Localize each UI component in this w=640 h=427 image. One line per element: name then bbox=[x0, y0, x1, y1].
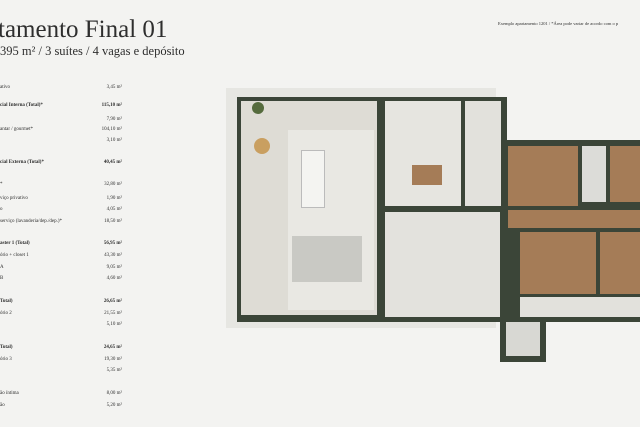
suite-4 bbox=[600, 232, 640, 294]
area-value: 7,90 m² bbox=[106, 117, 122, 122]
area-value: 8,00 m² bbox=[106, 391, 122, 396]
area-row: viço privativo 1,90 m² bbox=[0, 196, 122, 204]
area-row: Total) 26,65 m² bbox=[0, 299, 122, 307]
annex-room bbox=[506, 322, 540, 356]
area-label: viço privativo bbox=[0, 196, 28, 201]
area-row: cial Interna (Total)* 115,10 m² bbox=[0, 103, 122, 111]
area-label: ão bbox=[0, 403, 5, 408]
area-value: 4,60 m² bbox=[106, 276, 122, 281]
area-value: 5,20 m² bbox=[106, 403, 122, 408]
bathroom bbox=[582, 146, 606, 202]
area-label: o bbox=[0, 207, 3, 212]
area-row: cial Externa (Total)* 40,45 m² bbox=[0, 160, 122, 168]
area-value: 9,05 m² bbox=[106, 265, 122, 270]
area-row: Total) 24,65 m² bbox=[0, 345, 122, 353]
area-label: ativo bbox=[0, 85, 10, 90]
suite-1 bbox=[508, 146, 578, 206]
area-label: ório 2 bbox=[0, 311, 12, 316]
area-row: ório + closet 1 43,30 m² bbox=[0, 253, 122, 261]
area-value: 40,45 m² bbox=[103, 160, 122, 165]
area-value: 43,30 m² bbox=[104, 253, 122, 258]
area-row: 5,35 m² bbox=[0, 368, 122, 376]
area-label: aster 1 (Total) bbox=[0, 241, 30, 246]
area-label: ório + closet 1 bbox=[0, 253, 29, 258]
area-row: serviço (lavanderia/dep./dep.)* 18,50 m² bbox=[0, 219, 122, 227]
footnote: Exemplo apartamento 1201 / *Área pode va… bbox=[498, 21, 619, 26]
area-value: 32,80 m² bbox=[104, 182, 122, 187]
area-value: 3,45 m² bbox=[106, 85, 122, 90]
area-value: 4,05 m² bbox=[106, 207, 122, 212]
area-row: aster 1 (Total) 56,95 m² bbox=[0, 241, 122, 249]
sofa bbox=[292, 236, 362, 282]
area-value: 5,35 m² bbox=[106, 368, 122, 373]
closet bbox=[520, 297, 640, 317]
area-row: ório 2 21,55 m² bbox=[0, 311, 122, 319]
area-value: 21,55 m² bbox=[104, 311, 122, 316]
area-value: 1,90 m² bbox=[106, 196, 122, 201]
page-title: tamento Final 01 bbox=[0, 16, 168, 43]
kitchen-island bbox=[412, 165, 442, 185]
area-value: 5,10 m² bbox=[106, 322, 122, 327]
area-label: serviço (lavanderia/dep./dep.)* bbox=[0, 219, 63, 224]
area-row: antar / gourmet* 104,10 m² bbox=[0, 127, 122, 135]
area-value: 104,10 m² bbox=[101, 127, 122, 132]
suite-3 bbox=[520, 232, 596, 294]
area-row: * 32,80 m² bbox=[0, 182, 122, 190]
area-value: 115,10 m² bbox=[101, 103, 122, 108]
area-label: Total) bbox=[0, 345, 13, 350]
kitchen bbox=[385, 101, 461, 206]
plant-icon bbox=[252, 102, 264, 114]
area-row: ão íntima 8,00 m² bbox=[0, 391, 122, 399]
hall bbox=[385, 212, 500, 317]
area-row: 5,10 m² bbox=[0, 322, 122, 330]
area-value: 3,10 m² bbox=[106, 138, 122, 143]
area-label: * bbox=[0, 182, 3, 187]
suite-2 bbox=[610, 146, 640, 202]
area-row: 3,10 m² bbox=[0, 138, 122, 146]
area-label: cial Interna (Total)* bbox=[0, 103, 43, 108]
area-label: A bbox=[0, 265, 4, 270]
area-label: ório 3 bbox=[0, 357, 12, 362]
area-label: antar / gourmet* bbox=[0, 127, 34, 132]
area-value: 18,50 m² bbox=[104, 219, 122, 224]
area-row: A 9,05 m² bbox=[0, 265, 122, 273]
area-row: ão 5,20 m² bbox=[0, 403, 122, 411]
area-label: ão íntima bbox=[0, 391, 19, 396]
area-row: ório 3 19,30 m² bbox=[0, 357, 122, 365]
area-row: B 4,60 m² bbox=[0, 276, 122, 284]
area-value: 26,65 m² bbox=[103, 299, 122, 304]
area-label: cial Externa (Total)* bbox=[0, 160, 44, 165]
dining-table bbox=[301, 150, 325, 208]
area-value: 19,30 m² bbox=[104, 357, 122, 362]
area-row: o 4,05 m² bbox=[0, 207, 122, 215]
area-label: Total) bbox=[0, 299, 13, 304]
area-value: 56,95 m² bbox=[103, 241, 122, 246]
area-label: B bbox=[0, 276, 4, 281]
corridor bbox=[508, 210, 640, 228]
service-area bbox=[465, 101, 501, 206]
area-row: 7,90 m² bbox=[0, 117, 122, 125]
round-table bbox=[254, 138, 270, 154]
page-subtitle: 395 m² / 3 suítes / 4 vagas e depósito bbox=[0, 44, 185, 58]
area-row: ativo 3,45 m² bbox=[0, 85, 122, 93]
area-value: 24,65 m² bbox=[103, 345, 122, 350]
